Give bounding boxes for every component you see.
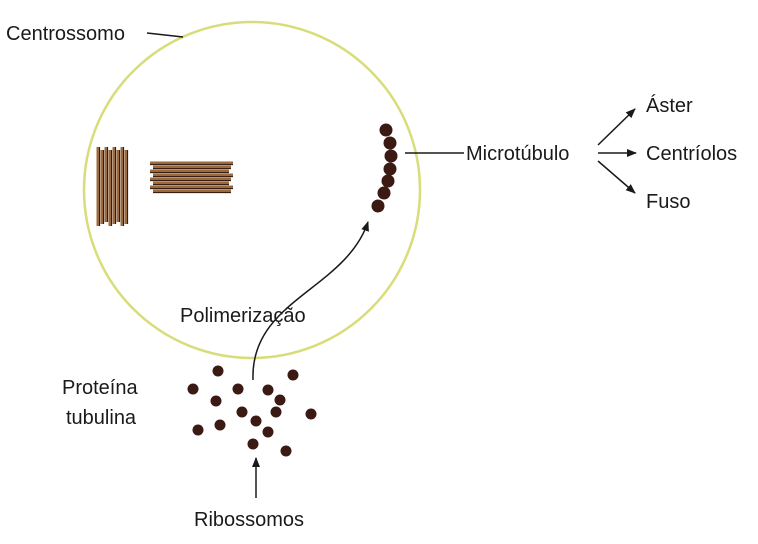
label-proteina-tubulina-line2: tubulina <box>66 407 137 429</box>
arrow-to-fuso <box>597 160 636 194</box>
microtubule-bead <box>383 136 397 150</box>
tubulin-particle <box>270 406 282 418</box>
label-proteina-tubulina-line1: Proteína <box>62 377 138 399</box>
tubulin-particle <box>262 426 274 438</box>
tubulin-particle <box>187 383 199 395</box>
microtubule-bead <box>381 174 395 188</box>
microtubule-bead <box>384 149 398 163</box>
microtubule-bead <box>371 199 385 213</box>
label-microtubulo: Microtúbulo <box>466 143 569 165</box>
tubulin-particle <box>236 406 248 418</box>
arrow-to-aster <box>597 108 636 146</box>
centrossomo-leader-line <box>146 32 184 38</box>
tubulin-particle <box>192 424 204 436</box>
microtubule-bead <box>383 162 397 176</box>
microtubule-bead <box>377 186 391 200</box>
tubulin-particle <box>232 383 244 395</box>
tubulin-particle <box>250 415 262 427</box>
tubulin-particle <box>280 445 292 457</box>
label-ribossomos: Ribossomos <box>194 509 304 531</box>
label-centrossomo: Centrossomo <box>6 23 125 45</box>
tubulin-particle <box>305 408 317 420</box>
centriole-horizontal <box>150 161 233 194</box>
tubulin-particles <box>187 365 317 457</box>
tubulin-particle <box>274 394 286 406</box>
tubulin-particle <box>214 419 226 431</box>
tubulin-particle <box>262 384 274 396</box>
centriole-vertical <box>96 147 129 226</box>
microtubule-bead <box>379 123 393 137</box>
tubulin-particle <box>210 395 222 407</box>
microtubule-chain <box>371 123 398 213</box>
polimerizacao-arrow <box>252 221 369 381</box>
tubulin-particle <box>212 365 224 377</box>
label-centriolos: Centríolos <box>646 143 737 165</box>
label-fuso: Fuso <box>646 191 690 213</box>
tubulin-particle <box>287 369 299 381</box>
label-aster: Áster <box>646 94 693 117</box>
tubulin-particle <box>247 438 259 450</box>
cell-circle <box>82 20 422 360</box>
